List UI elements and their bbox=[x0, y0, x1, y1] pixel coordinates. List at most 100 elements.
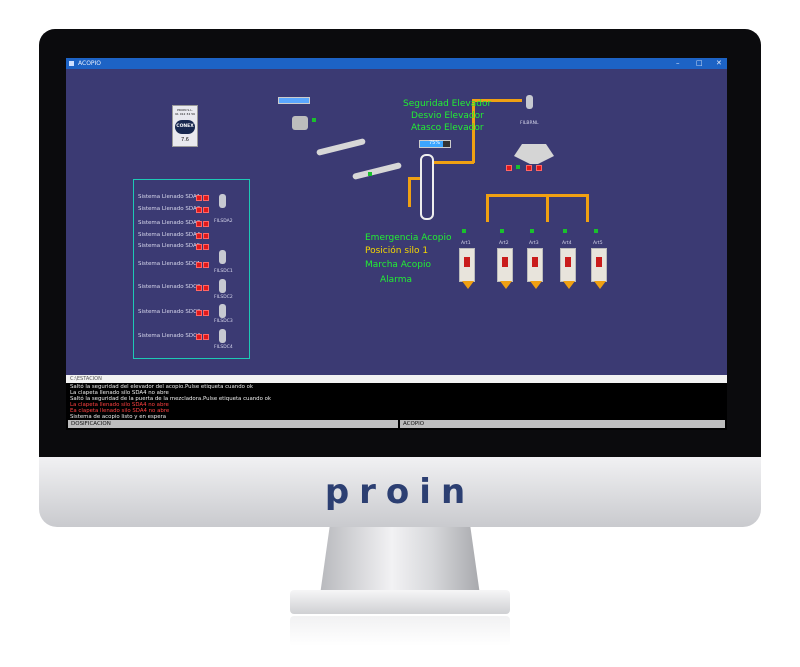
console-line: Sistema de acopio listo y en espera bbox=[70, 414, 167, 420]
filter-label: FILSDC1 bbox=[214, 269, 233, 274]
valve-led bbox=[536, 165, 542, 171]
filter-sdc4-icon bbox=[219, 329, 226, 343]
feeder-level-bar bbox=[278, 97, 310, 104]
distributor bbox=[514, 144, 554, 164]
status-emergency: Emergencia Acopio bbox=[365, 233, 452, 243]
filter-label: FILSDA2 bbox=[214, 219, 233, 224]
console-titlebar: C:\ESTACION bbox=[66, 375, 727, 383]
silo[interactable] bbox=[459, 248, 475, 289]
valve-led bbox=[526, 165, 532, 171]
status-led bbox=[203, 334, 209, 340]
panel-row-label[interactable]: Sistema Llenado SDC4 bbox=[138, 333, 201, 339]
silo-label: Art1 bbox=[461, 241, 471, 246]
stand-reflection bbox=[290, 616, 510, 646]
proin-logo: proin bbox=[324, 472, 476, 512]
silo-level-indicator bbox=[596, 257, 602, 267]
status-elevator-deviation: Desvio Elevador bbox=[411, 111, 484, 121]
conex-badge: PROIN S.L. 91 012 34 56 CONEX 7.6 bbox=[172, 105, 198, 147]
filter-sdc3-icon bbox=[219, 304, 226, 318]
close-icon[interactable]: ✕ bbox=[716, 59, 722, 67]
silo[interactable] bbox=[591, 248, 607, 289]
silo-valve-led bbox=[563, 229, 567, 233]
silo-level-indicator bbox=[464, 257, 470, 267]
status-led bbox=[196, 233, 202, 239]
silo-label: Art5 bbox=[593, 241, 603, 246]
status-led bbox=[203, 207, 209, 213]
status-led bbox=[203, 310, 209, 316]
maximize-icon[interactable]: □ bbox=[696, 59, 703, 67]
silo-cone bbox=[500, 281, 512, 289]
silo-valve-led bbox=[500, 229, 504, 233]
silo-label: Art4 bbox=[562, 241, 572, 246]
panel-row-label[interactable]: Sistema Llenado SDA3 bbox=[138, 220, 201, 226]
panel-row-label[interactable]: Sistema Llenado SDC2 bbox=[138, 284, 201, 290]
status-led bbox=[203, 233, 209, 239]
valve-led bbox=[506, 165, 512, 171]
silo-cone bbox=[530, 281, 542, 289]
silo[interactable] bbox=[527, 248, 543, 289]
pipe bbox=[472, 99, 475, 163]
monitor-stand-base bbox=[290, 590, 510, 614]
silo-level-indicator bbox=[502, 257, 508, 267]
panel-row-label[interactable]: Sistema Llenado SDC1 bbox=[138, 261, 201, 267]
status-run: Marcha Acopio bbox=[365, 260, 431, 270]
elevator-level-bar bbox=[419, 140, 451, 148]
console-title: C:\ESTACION bbox=[70, 376, 102, 382]
filter-label: FILSDC3 bbox=[214, 319, 233, 324]
silo-valve-led bbox=[462, 229, 466, 233]
status-elevator-jam: Atasco Elevador bbox=[411, 123, 484, 133]
pipe bbox=[486, 194, 489, 222]
filter-top-icon bbox=[526, 95, 533, 109]
status-led bbox=[196, 310, 202, 316]
status-alarm: Alarma bbox=[380, 275, 412, 285]
silo-valve-led bbox=[530, 229, 534, 233]
status-led bbox=[196, 262, 202, 268]
console-line: Saltó la seguridad del elevador del acop… bbox=[70, 384, 254, 390]
filter-sdc1-icon bbox=[219, 250, 226, 264]
status-led bbox=[203, 195, 209, 201]
status-led bbox=[196, 244, 202, 250]
panel-row-label[interactable]: Sistema Llenado SDA1 bbox=[138, 194, 201, 200]
status-led bbox=[196, 221, 202, 227]
silo-cone bbox=[594, 281, 606, 289]
pipe bbox=[408, 177, 430, 180]
filter-label: FILSDC4 bbox=[214, 345, 233, 350]
silo-cone bbox=[462, 281, 474, 289]
event-console: C:\ESTACION Saltó la seguridad del eleva… bbox=[66, 375, 727, 430]
status-led bbox=[203, 244, 209, 250]
screen: ACOPIO – □ ✕ PROIN S.L. 91 012 34 56 CON… bbox=[66, 58, 727, 430]
conex-brand: PROIN S.L. bbox=[177, 108, 193, 112]
elevator-level-label: 75% bbox=[429, 140, 441, 146]
panel-row-label[interactable]: Sistema Llenado SDA2 bbox=[138, 206, 201, 212]
minimize-icon[interactable]: – bbox=[676, 59, 680, 67]
silo-level-indicator bbox=[532, 257, 538, 267]
conveyor-2 bbox=[352, 162, 402, 180]
silo-cone bbox=[563, 281, 575, 289]
monitor-stand-neck bbox=[320, 527, 480, 595]
filter-top-label: FILBRNL bbox=[520, 121, 539, 126]
tab-dosificacion[interactable]: DOSIFICACION bbox=[68, 420, 398, 428]
silo-level-indicator bbox=[565, 257, 571, 267]
tab-acopio[interactable]: ACOPIO bbox=[400, 420, 725, 428]
conex-phone: 91 012 34 56 bbox=[174, 112, 196, 116]
window-title: ACOPIO bbox=[78, 60, 102, 67]
panel-row-label[interactable]: Sistema Llenado SDA5 bbox=[138, 243, 201, 249]
conex-version: 7.6 bbox=[181, 137, 189, 143]
conveyor-1 bbox=[316, 138, 366, 156]
pipe bbox=[434, 161, 474, 164]
status-led bbox=[196, 195, 202, 201]
status-led bbox=[203, 221, 209, 227]
panel-row-label[interactable]: Sistema Llenado SDC3 bbox=[138, 309, 201, 315]
silo-valve-led bbox=[594, 229, 598, 233]
silo[interactable] bbox=[497, 248, 513, 289]
silo[interactable] bbox=[560, 248, 576, 289]
status-elevator-safety: Seguridad Elevador bbox=[403, 99, 492, 109]
panel-row-label[interactable]: Sistema Llenado SDA4 bbox=[138, 232, 201, 238]
silo-label: Art3 bbox=[529, 241, 539, 246]
console-line: La clapeta llenado silo SDA4 no abre bbox=[70, 390, 169, 396]
filling-panel bbox=[133, 179, 250, 359]
console-line: La clapeta llenado silo SDA4 no abre bbox=[70, 402, 169, 408]
status-led bbox=[196, 285, 202, 291]
hopper-status-led bbox=[312, 118, 316, 122]
console-line: Ea clapeta llenado silo SDA4 no abre bbox=[70, 408, 170, 414]
